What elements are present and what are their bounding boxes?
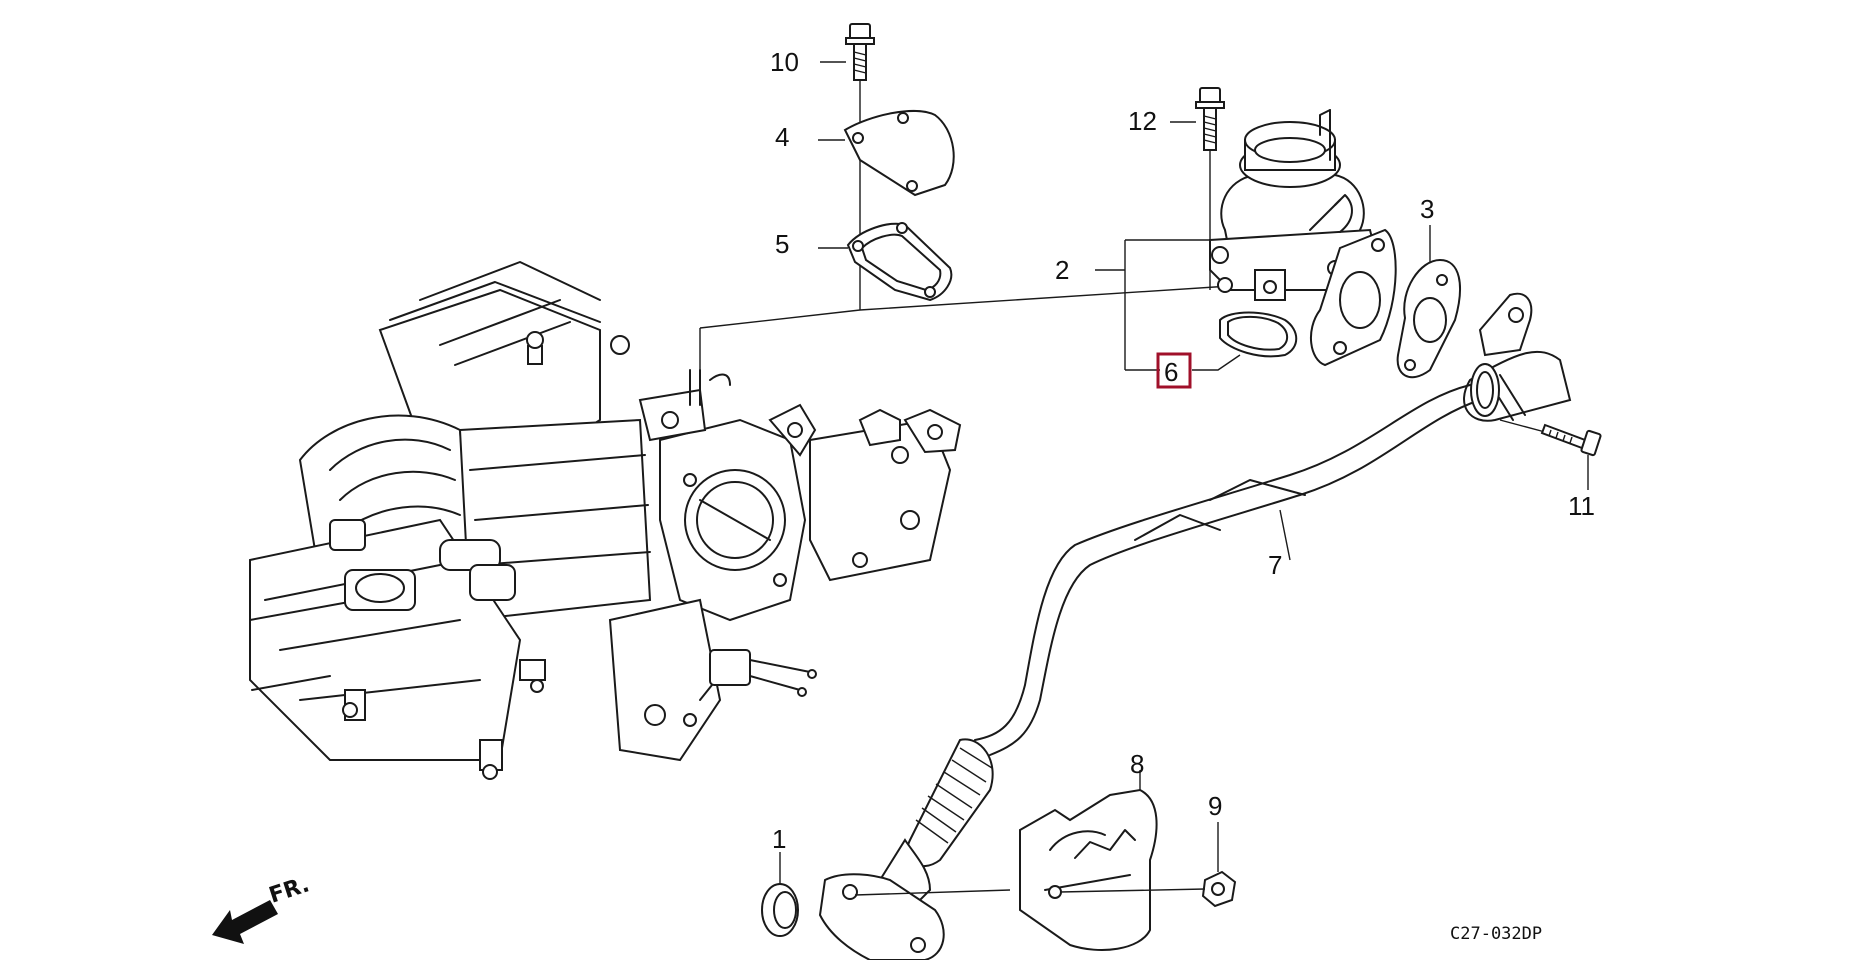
throttle-body-flange xyxy=(608,369,962,762)
callout-3[interactable]: 3 xyxy=(1420,194,1434,224)
gasket-part-5 xyxy=(818,222,953,302)
gasket-part-3 xyxy=(1396,225,1461,379)
bolt-part-11 xyxy=(1499,419,1602,490)
front-direction-indicator: FR. xyxy=(212,872,313,944)
front-label: FR. xyxy=(266,872,312,908)
flex-bellows xyxy=(906,738,994,867)
egr-valve-part-2 xyxy=(1095,109,1397,371)
leader-lines-lower xyxy=(854,888,1206,896)
nut-part-9 xyxy=(1201,822,1237,908)
callout-5[interactable]: 5 xyxy=(775,229,789,259)
bolt-part-10 xyxy=(820,23,875,81)
gasket-part-6 xyxy=(1192,311,1298,371)
callout-12[interactable]: 12 xyxy=(1128,106,1157,136)
bolt-part-12 xyxy=(1170,87,1225,290)
leader-lines-upper xyxy=(699,75,1231,395)
gasket-ring-part-1 xyxy=(761,852,799,937)
cover-plate-part-4 xyxy=(818,109,955,197)
callout-10[interactable]: 10 xyxy=(770,47,799,77)
callout-11[interactable]: 11 xyxy=(1568,491,1595,521)
callout-2[interactable]: 2 xyxy=(1055,255,1069,285)
callout-7[interactable]: 7 xyxy=(1268,550,1282,580)
diagram-code: C27-032DP xyxy=(1450,924,1542,944)
callout-6-highlight xyxy=(1156,352,1192,389)
egr-pipe-part-7 xyxy=(818,292,1572,960)
front-arrow-icon xyxy=(212,900,278,944)
callout-9[interactable]: 9 xyxy=(1208,791,1222,821)
callout-6[interactable]: 6 xyxy=(1164,357,1178,387)
callout-1[interactable]: 1 xyxy=(772,824,786,854)
heat-shield-part-8 xyxy=(1019,770,1158,951)
callout-8[interactable]: 8 xyxy=(1130,749,1144,779)
callout-labels: 10 4 5 12 2 3 6 11 7 8 9 1 xyxy=(770,47,1595,854)
intake-manifold xyxy=(249,261,652,780)
callout-4[interactable]: 4 xyxy=(775,122,789,152)
